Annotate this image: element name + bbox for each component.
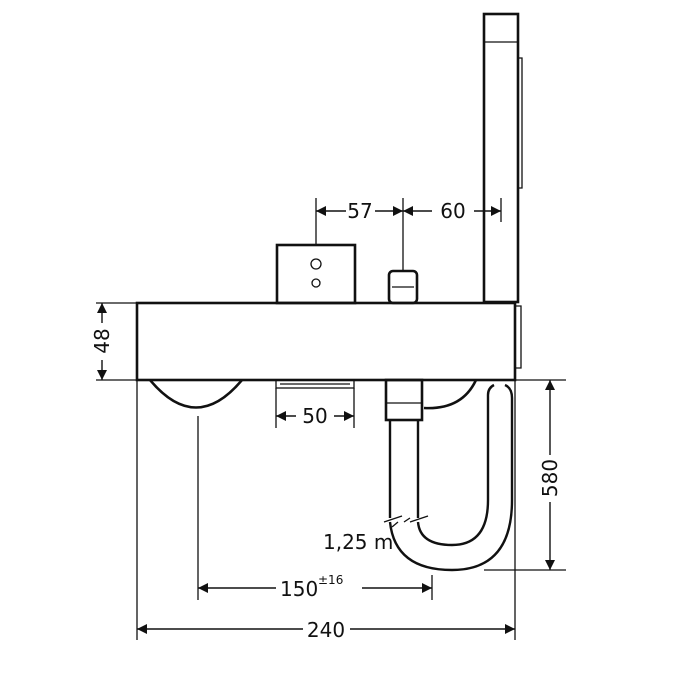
dim-240-label: 240 (307, 618, 345, 642)
hose-break-4 (403, 517, 411, 523)
thermostat-cube (275, 243, 357, 305)
dim-57-label: 57 (347, 199, 372, 223)
dimension-50: 50 (276, 404, 354, 428)
dim-60-label: 60 (440, 199, 465, 223)
dim-50-label: 50 (302, 404, 327, 428)
dimension-150: 150 ±16 (198, 573, 432, 601)
dimension-580: 580 (538, 380, 562, 570)
dimension-48: 48 (90, 303, 114, 380)
hand-shower (482, 12, 520, 304)
right-wall-connection (423, 379, 478, 410)
shower-hose-inner (416, 383, 495, 547)
dimension-60: 60 (403, 199, 501, 223)
left-wall-connection (149, 379, 243, 409)
hose-length-label: 1,25 m (323, 530, 393, 554)
hose-connector (384, 378, 424, 422)
extension-lines (96, 198, 566, 640)
shower-holder (515, 305, 522, 369)
spout (275, 379, 355, 389)
dim-150-label: 150 (280, 577, 318, 601)
shower-face (518, 57, 523, 189)
hose-break-2 (409, 515, 429, 523)
dim-580-label: 580 (538, 459, 562, 497)
dim-48-label: 48 (90, 328, 114, 353)
hose-break-1 (383, 515, 403, 523)
cube-dot-bottom (311, 278, 321, 288)
dimension-57: 57 (316, 199, 403, 223)
dimension-240: 240 (137, 618, 515, 642)
hose-break-3 (391, 521, 399, 528)
shower-hose (388, 383, 514, 572)
mixer-body (135, 301, 517, 382)
mixer-body-group (135, 12, 523, 572)
cube-dot-top (310, 258, 322, 270)
dim-150-tolerance: ±16 (318, 573, 343, 587)
